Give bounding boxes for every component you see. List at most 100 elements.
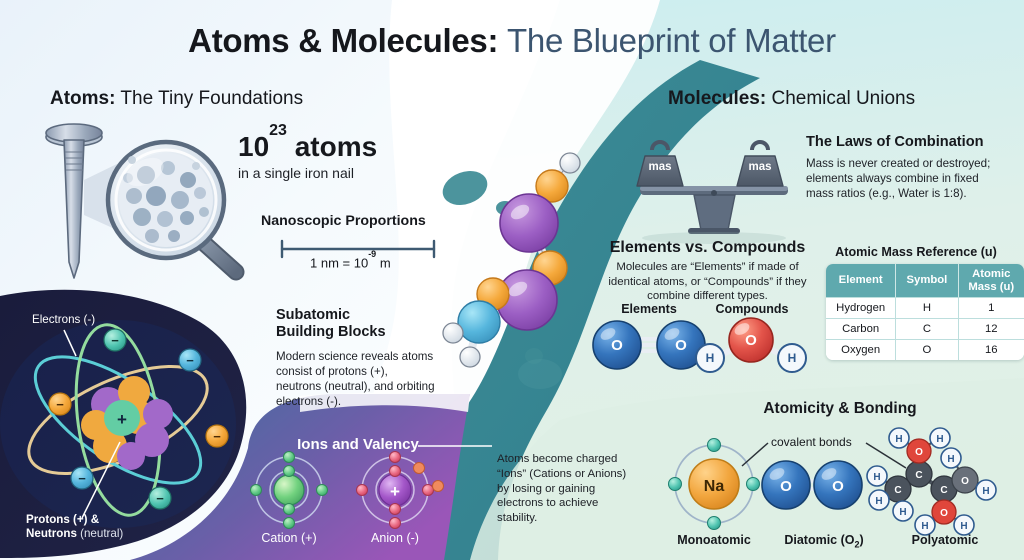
svg-text:H: H <box>899 507 906 518</box>
svg-text:O: O <box>915 447 923 458</box>
atomic-mass-table: Element Symbol Atomic Mass (u) Hydrogen … <box>826 264 1024 361</box>
atomicity-heading: Atomicity & Bonding <box>763 400 917 417</box>
table-header-mass-l1: Atomic <box>972 268 1011 280</box>
electrons: − − − − − − <box>48 328 229 510</box>
weight-right-label: mas <box>748 161 772 173</box>
weight-right <box>736 140 784 187</box>
table-row: Hydrogen H 1 <box>826 297 1024 319</box>
central-molecule-chain <box>442 152 581 368</box>
cell-mass: 16 <box>958 339 1024 361</box>
atom-count-exponent: 23 <box>269 122 287 140</box>
water-hydrogen-left-symbol: H <box>705 351 715 365</box>
svg-text:O: O <box>961 476 969 487</box>
o2-right-symbol: O <box>675 337 687 354</box>
cation-caption: Cation (+) <box>261 531 317 545</box>
ions-heading: Ions and Valency <box>297 436 419 453</box>
svg-text:Na: Na <box>704 478 725 495</box>
page-title-sub: The Blueprint of Matter <box>507 22 836 59</box>
svg-text:−: − <box>78 471 86 486</box>
table-header-mass-l2: Mass (u) <box>968 280 1015 293</box>
svg-text:−: − <box>56 397 64 412</box>
nanoscale-value-post: m <box>379 255 391 271</box>
diatomic-o2-diagram <box>761 460 863 510</box>
table-header-mass: Atomic Mass (u) <box>958 264 1024 298</box>
cell-symbol: H <box>896 297 959 319</box>
protons-neutrons-label: Protons (+) & Neutrons (neutral) <box>26 513 186 541</box>
svg-text:H: H <box>873 472 880 483</box>
table-row: Carbon C 12 <box>826 318 1024 340</box>
water-compound-molecule <box>695 317 807 373</box>
svg-text:H: H <box>982 486 989 497</box>
nucleus: + <box>81 376 173 470</box>
table-header-element: Element <box>826 264 897 298</box>
compounds-column-label: Compounds <box>715 302 789 316</box>
nanoscale-value-pre: 1 nm = 10 <box>310 255 369 271</box>
table-title: Atomic Mass Reference (u) <box>835 245 997 259</box>
svg-text:H: H <box>947 454 954 465</box>
nanoscale-value: 1 nm = 10-9 m <box>310 249 391 271</box>
cell-element: Carbon <box>826 318 897 340</box>
atoms-heading-bold: Atoms: <box>50 88 116 109</box>
atom-count-stat: 1023 atoms in a single iron nail <box>238 123 378 181</box>
balance-scale-icon <box>636 140 788 244</box>
svg-text:−: − <box>111 333 119 348</box>
molecules-heading-rest: Chemical Unions <box>771 88 916 109</box>
subatomic-heading-line1: Subatomic <box>276 307 351 323</box>
svg-text:H: H <box>875 496 882 507</box>
table-row: Oxygen O 16 <box>826 339 1024 361</box>
o2-element-molecule <box>592 320 706 370</box>
cation-diagram <box>250 451 328 529</box>
subatomic-heading: Subatomic Building Blocks <box>276 307 456 341</box>
molecules-heading-bold: Molecules: <box>668 88 767 109</box>
diatomic-caption-sub: 2 <box>854 539 860 550</box>
nanoscale-heading: Nanoscopic Proportions <box>261 213 426 229</box>
diatomic-caption-post: ) <box>859 533 864 547</box>
molecules-section-heading: Molecules: Chemical Unions <box>668 88 915 110</box>
svg-text:H: H <box>936 434 943 445</box>
svg-text:C: C <box>915 470 922 481</box>
anion-diagram: + <box>356 445 492 529</box>
diatomic-caption: Diatomic (O2) <box>760 533 888 550</box>
svg-text:C: C <box>940 485 947 496</box>
page-title: Atoms & Molecules: The Blueprint of Matt… <box>0 22 1024 60</box>
nanoscale-exponent: -9 <box>368 249 377 260</box>
neutrons-label: Neutrons <box>26 526 77 540</box>
svg-text:−: − <box>156 491 164 506</box>
diatomic-caption-pre: Diatomic (O <box>784 533 855 547</box>
monoatomic-caption: Monoatomic <box>677 533 751 547</box>
cell-element: Hydrogen <box>826 297 897 319</box>
svg-text:H: H <box>921 521 928 532</box>
atoms-heading-rest: The Tiny Foundations <box>120 88 304 109</box>
anion-caption: Anion (-) <box>371 531 419 545</box>
page-title-main: Atoms & Molecules: <box>188 22 499 59</box>
elements-compounds-body: Molecules are “Elements” if made of iden… <box>608 261 807 303</box>
o2-left-symbol: O <box>611 337 623 354</box>
svg-text:+: + <box>390 482 400 501</box>
cell-element: Oxygen <box>826 339 897 361</box>
cell-symbol: O <box>896 339 959 361</box>
water-oxygen-symbol: O <box>745 332 757 349</box>
laws-body: Mass is never created or destroyed; elem… <box>806 157 991 201</box>
atoms-section-heading: Atoms: The Tiny Foundations <box>50 88 303 110</box>
atom-count-base: 10 <box>238 131 270 162</box>
covalent-bonds-label: covalent bonds <box>771 435 852 449</box>
monoatomic-na-diagram: Na <box>668 438 760 530</box>
iron-nail-icon <box>45 123 103 279</box>
cell-mass: 12 <box>958 318 1024 340</box>
atom-count-subtitle: in a single iron nail <box>238 165 354 181</box>
elements-column-label: Elements <box>621 302 677 316</box>
laws-heading: The Laws of Combination <box>806 134 984 150</box>
atom-model-diagram: + − − − − − − <box>27 323 229 519</box>
svg-text:−: − <box>213 429 221 444</box>
electrons-label: Electrons (-) <box>32 313 96 326</box>
diatomic-o-left-symbol: O <box>780 478 792 495</box>
protons-label: Protons (+) & <box>26 513 100 526</box>
svg-text:+: + <box>117 410 127 429</box>
table-header-symbol: Symbol <box>896 264 959 298</box>
table-header-row: Element Symbol Atomic Mass (u) <box>826 264 1024 298</box>
subatomic-body: Modern science reveals atoms consist of … <box>276 350 435 409</box>
atom-count-unit: atoms <box>294 131 378 162</box>
elements-compounds-heading: Elements vs. Compounds <box>609 239 806 256</box>
weight-left <box>636 140 684 187</box>
